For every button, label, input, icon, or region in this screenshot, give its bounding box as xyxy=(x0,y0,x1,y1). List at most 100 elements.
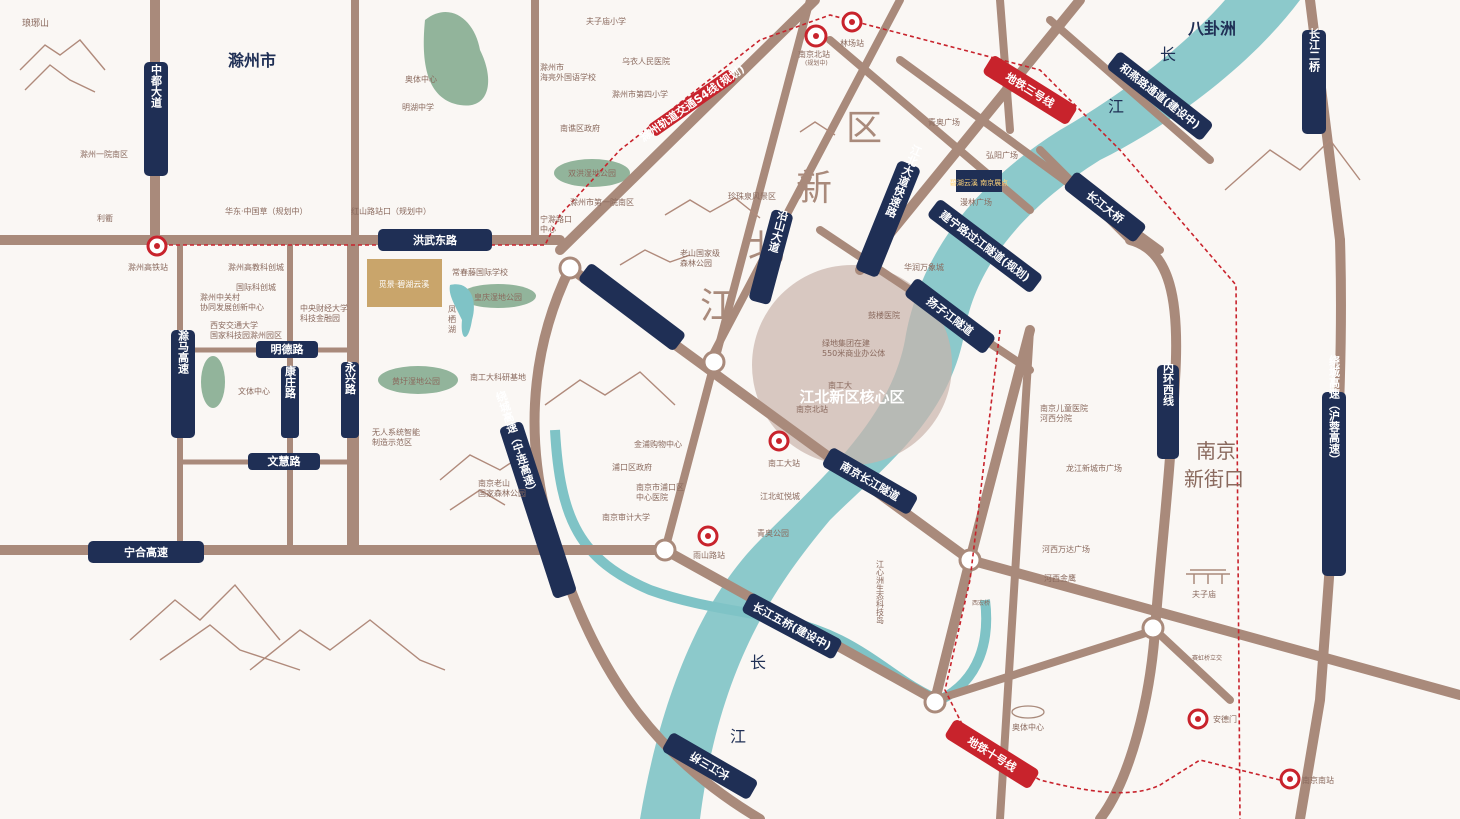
poi-label: 夫子庙 xyxy=(1192,589,1216,599)
poi-label: 利衢 xyxy=(97,213,113,223)
poi-label-zhongyang: 中央财经大学科技金融园 xyxy=(300,303,348,323)
svg-text:长江二桥: 长江二桥 xyxy=(1308,27,1321,73)
core-area-label: 江北新区核心区 xyxy=(799,388,904,406)
station-nanjing-south: 南京南站 xyxy=(1302,775,1334,785)
poi-label: 奥体中心 xyxy=(1012,722,1044,732)
poi-label: 河西万达广场 xyxy=(1042,544,1090,554)
poi-label: 江北虹悦城 xyxy=(760,491,800,501)
badge-neihuan[interactable]: 内环西线 xyxy=(1157,361,1179,459)
poi-label: 南工大 xyxy=(828,380,852,390)
station-linchang: 林场站 xyxy=(840,38,864,48)
station-labels: 滁州高铁站 南京北站 (规划中) 林场站 南工大站 雨山路站 安德门 南京南站 xyxy=(128,38,1334,785)
svg-text:滁州轨道交通S4线(规划): 滁州轨道交通S4线(规划) xyxy=(637,62,747,145)
rail-station-icon[interactable] xyxy=(146,235,168,257)
poi-labels: 夫子庙小学 乌衣人民医院 滁州市第四小学 奥体中心 明湖中学 南谯区政府 双洪湿… xyxy=(80,16,1222,732)
rail-station-icon[interactable] xyxy=(697,525,719,547)
rail-station-icon[interactable] xyxy=(1187,708,1209,730)
svg-text:洪武东路: 洪武东路 xyxy=(413,233,458,247)
region-xinjiekou-1: 南京 xyxy=(1196,439,1236,463)
fengqi-lake xyxy=(449,284,474,337)
jiangbei-char-1: 江 xyxy=(700,286,736,327)
multiline-pois: 滁州市海亮外国语学校宁滁路口中心滁州中关村协同发展创新中心西安交通大学国家科技园… xyxy=(200,62,1088,502)
poi-label: 华润万象城 xyxy=(904,262,944,272)
yangtze-river xyxy=(640,0,1300,819)
poi-label: 南京北站 xyxy=(796,404,828,414)
poi-label: 西宏桥 xyxy=(972,599,990,607)
poi-label: 滁州市第一院南区 xyxy=(570,197,634,207)
badge-hongwu[interactable]: 洪武东路 xyxy=(378,229,492,251)
poi-label: 夫子庙小学 xyxy=(586,16,626,26)
poi-label-wuren: 无人系统智能制造示范区 xyxy=(372,427,420,447)
poi-label: 滁州市第四小学 xyxy=(612,89,668,99)
station-nangong: 南工大站 xyxy=(768,458,800,468)
svg-text:内环西线: 内环西线 xyxy=(1162,361,1175,407)
badge-changjiang-bridge[interactable]: 长江大桥 xyxy=(1063,171,1147,244)
badge-yongxing[interactable]: 永兴路 xyxy=(341,360,359,438)
rail-station-icon[interactable] xyxy=(768,430,790,452)
wenti-park xyxy=(201,356,225,408)
poi-label: 湖 xyxy=(448,325,456,334)
badge-zhongdu[interactable]: 中都大道 xyxy=(144,62,168,176)
badge-ninghe[interactable]: 宁合高速 xyxy=(88,541,204,563)
badge-s4[interactable]: 滁州轨道交通S4线(规划) xyxy=(637,62,747,145)
svg-text:明德路: 明德路 xyxy=(271,342,305,356)
poi-label: 浦口区政府 xyxy=(612,462,652,472)
poi-label: 黄圩湿地公园 xyxy=(392,376,440,386)
badge-kangzhuang[interactable]: 康庄路 xyxy=(281,364,299,438)
poi-label-pukou_hospital: 南京市浦口区中心医院 xyxy=(636,482,684,502)
rail-station-icon[interactable] xyxy=(841,11,863,33)
station-nanjing-north: 南京北站 xyxy=(798,49,830,59)
poi-label: 国际科创城 xyxy=(236,282,276,292)
bihu-badge[interactable]: 碧湖云溪 南京展点 xyxy=(950,170,1008,192)
rail-station-icon[interactable] xyxy=(1279,768,1301,790)
mountains xyxy=(19,39,1361,671)
region-xinjiekou-2: 新街口 xyxy=(1184,467,1244,491)
poi-label: 凤 xyxy=(448,305,456,314)
minghu-park xyxy=(423,11,489,106)
badge-changjiang2[interactable]: 长江二桥 xyxy=(1302,27,1326,134)
poi-label: 南京审计大学 xyxy=(602,512,650,522)
poi-label: 皇庆湿地公园 xyxy=(474,292,522,302)
poi-label: 红山路站口（规划中） xyxy=(351,206,431,216)
svg-text:宁合高速: 宁合高速 xyxy=(124,545,168,559)
station-chuzhou-rail: 滁州高铁站 xyxy=(128,262,168,272)
poi-label: 赛虹桥立交 xyxy=(1192,654,1222,662)
poi-label-xian: 西安交通大学国家科技园滁州园区 xyxy=(210,320,282,340)
poi-label: 双洪湿地公园 xyxy=(568,168,616,178)
poi-label: 南谯区政府 xyxy=(560,123,600,133)
badge-mingde[interactable]: 明德路 xyxy=(256,341,318,358)
poi-label: 奥体中心 xyxy=(405,74,437,84)
poi-label: 青奥公园 xyxy=(757,528,789,538)
metro-lines xyxy=(155,14,1281,819)
badge-puzhu[interactable] xyxy=(577,262,686,352)
station-yushan: 雨山路站 xyxy=(693,550,725,560)
rail-station-icon[interactable] xyxy=(804,24,828,48)
svg-text:滁马高速: 滁马高速 xyxy=(177,329,190,375)
svg-text:永兴路: 永兴路 xyxy=(344,360,358,395)
station-icons xyxy=(146,11,1301,790)
jiangbei-char-3: 新 xyxy=(796,168,832,209)
badge-raocheng-east[interactable]: 绕城高速（沪蓉高速） xyxy=(1322,354,1346,576)
poi-label: 珍珠泉风景区 xyxy=(728,191,776,201)
interchanges xyxy=(558,256,1165,714)
station-andemen: 安德门 xyxy=(1213,714,1237,724)
project-marker[interactable]: 觅景·碧湖云溪 xyxy=(367,259,442,307)
badge-wenhui[interactable]: 文慧路 xyxy=(248,453,320,470)
poi-label: 栖 xyxy=(448,314,456,324)
river-char-6: 江 xyxy=(730,727,746,746)
poi-label: 弘阳广场 xyxy=(986,150,1018,160)
poi-label-zhongguancun: 滁州中关村协同发展创新中心 xyxy=(200,292,264,312)
poi-label: 滁州一院南区 xyxy=(80,149,128,159)
poi-label: 鼓楼医院 xyxy=(868,310,900,320)
poi-label: 滁州高教科创城 xyxy=(228,262,284,272)
poi-label: 乌衣人民医院 xyxy=(622,56,670,66)
svg-text:长江五桥(建设中): 长江五桥(建设中) xyxy=(750,599,833,652)
poi-label: 华东·中国草（规划中） xyxy=(225,206,308,216)
poi-label: 文体中心 xyxy=(238,386,270,396)
badge-chuma[interactable]: 滁马高速 xyxy=(171,329,195,438)
poi-label: 江心洲生态科技岛 xyxy=(876,560,885,625)
svg-text:文慧路: 文慧路 xyxy=(268,454,302,468)
